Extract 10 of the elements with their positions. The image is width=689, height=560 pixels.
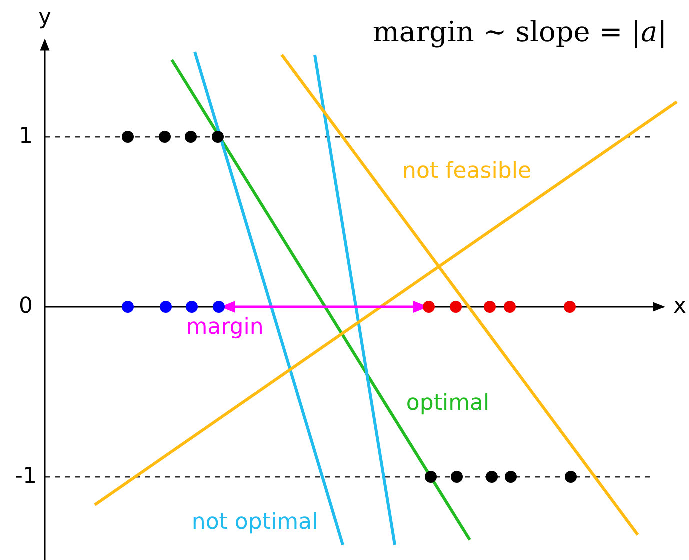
- line-label: not feasible: [402, 160, 532, 184]
- line-label: optimal: [406, 392, 490, 416]
- axis-label: y: [38, 6, 52, 30]
- tick-label: 1: [19, 124, 33, 150]
- line-label: not optimal: [192, 510, 318, 536]
- tick-label: 0: [19, 294, 33, 320]
- tick-label: -1: [15, 464, 37, 490]
- formula-title: margin ∼ slope = |a|: [372, 18, 668, 48]
- margin-label: margin: [186, 316, 264, 340]
- axis-label: x: [673, 294, 687, 320]
